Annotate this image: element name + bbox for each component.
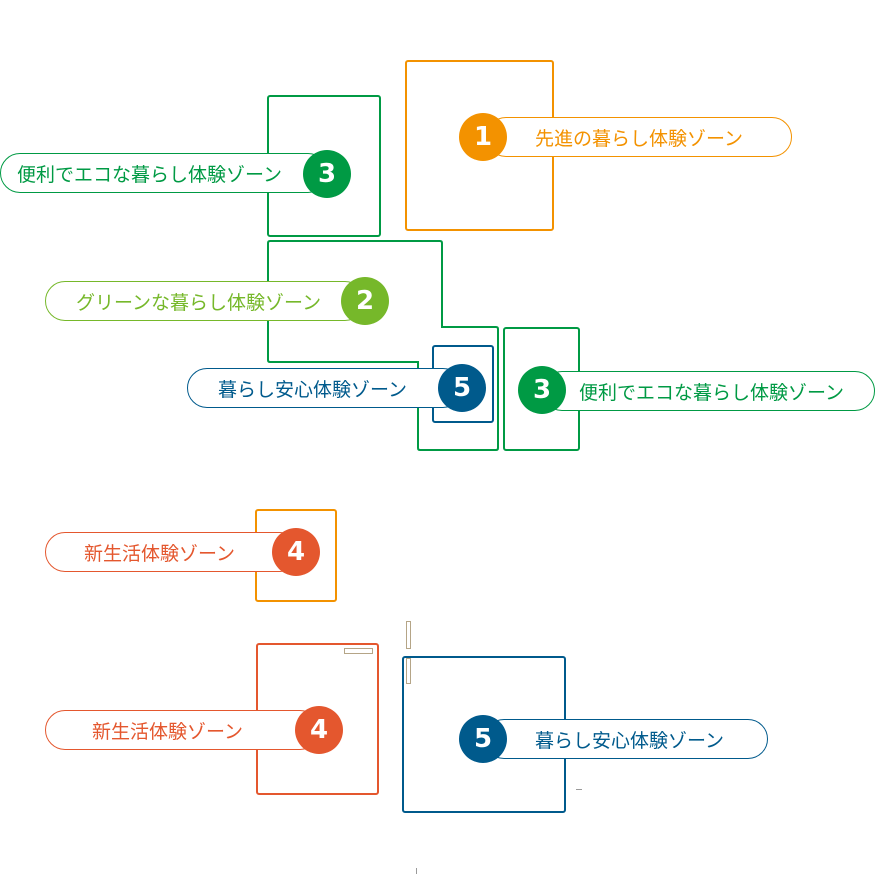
zone-2-number: 2 (355, 286, 375, 316)
zone-3-right-label-text: 便利でエコな暮らし体験ゾーン (579, 381, 845, 404)
zone-5-upper-number: 5 (452, 373, 472, 403)
small-vertical-mark (416, 868, 417, 874)
zone-5-upper-label[interactable]: 暮らし安心体験ゾーン (187, 368, 463, 408)
zone-2-label[interactable]: グリーンな暮らし体験ゾーン (45, 281, 365, 321)
zone-1-badge[interactable]: 1 (459, 113, 507, 161)
zone-3-right-badge[interactable]: 3 (518, 366, 566, 414)
door-mark (344, 648, 373, 654)
small-dash-mark (576, 789, 582, 790)
zone-4-lower-label-text: 新生活体験ゾーン (92, 720, 244, 743)
zone-5-lower-badge[interactable]: 5 (459, 715, 507, 763)
door-mark-vertical-2 (406, 658, 411, 684)
zone-1-label-text: 先進の暮らし体験ゾーン (535, 127, 744, 150)
zone-5-lower-number: 5 (473, 724, 493, 754)
zone-4-upper-label-text: 新生活体験ゾーン (84, 542, 236, 565)
zone-4-lower-number: 4 (309, 715, 329, 745)
zone-3-upper-label[interactable]: 便利でエコな暮らし体験ゾーン (0, 153, 328, 193)
zone-3-right-label[interactable]: 便利でエコな暮らし体験ゾーン (542, 371, 875, 411)
zone-3-upper-badge[interactable]: 3 (303, 150, 351, 198)
zone-5-lower-label-text: 暮らし安心体験ゾーン (535, 729, 725, 752)
zone-3-upper-label-text: 便利でエコな暮らし体験ゾーン (17, 163, 283, 186)
door-mark-vertical-1 (406, 621, 411, 649)
zone-4-upper-badge[interactable]: 4 (272, 528, 320, 576)
zone-3-right-number: 3 (532, 375, 552, 405)
zone-4-lower-badge[interactable]: 4 (295, 706, 343, 754)
zone-4-lower-label[interactable]: 新生活体験ゾーン (45, 710, 320, 750)
zone-3-upper-number: 3 (317, 159, 337, 189)
zone-4-upper-number: 4 (286, 537, 306, 567)
zone-5-upper-label-text: 暮らし安心体験ゾーン (218, 378, 408, 401)
zone-2-label-text: グリーンな暮らし体験ゾーン (76, 291, 322, 314)
zone-4-upper-label[interactable]: 新生活体験ゾーン (45, 532, 300, 572)
zone-1-label[interactable]: 先進の暮らし体験ゾーン (486, 117, 792, 157)
zone-1-number: 1 (473, 122, 493, 152)
zone-2-badge[interactable]: 2 (341, 277, 389, 325)
zone-5-lower-label[interactable]: 暮らし安心体験ゾーン (484, 719, 768, 759)
zone-5-upper-badge[interactable]: 5 (438, 364, 486, 412)
